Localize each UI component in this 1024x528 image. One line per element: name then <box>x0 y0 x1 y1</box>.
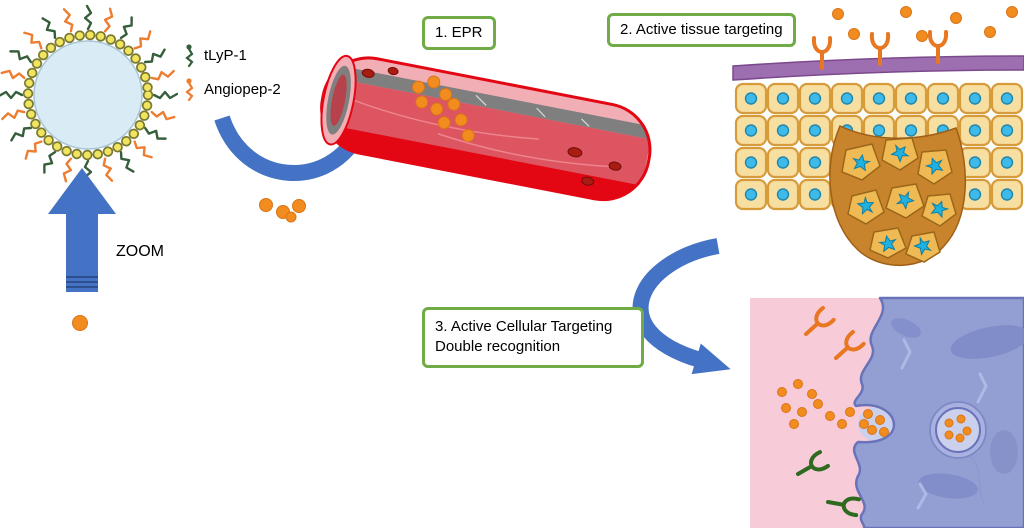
cytoplasm-shading <box>891 318 1024 499</box>
tumor-region <box>829 124 967 267</box>
step-box-cellular-targeting: 3. Active Cellular Targeting Double reco… <box>422 307 644 368</box>
free-nanoparticle-dots <box>259 198 306 223</box>
endocytic-pit-dots <box>859 409 889 437</box>
legend: tLyP-1 Angiopep-2 <box>180 42 281 102</box>
lipid-bilayer-ring <box>22 29 154 161</box>
tissue-illustration <box>732 6 1024 267</box>
zoom-label: ZOOM <box>116 243 164 260</box>
legend-item-angiopep2: Angiopep-2 <box>180 76 281 102</box>
blood-vessel-illustration <box>313 54 654 208</box>
legend-label: tLyP-1 <box>204 46 247 64</box>
basement-membrane <box>732 55 1024 81</box>
liposome-illustration <box>0 4 179 186</box>
step-label: 2. Active tissue targeting <box>620 21 783 38</box>
liposome-core <box>33 40 143 150</box>
step-label: 3. Active Cellular Targeting <box>435 318 613 335</box>
endosome-vesicle <box>929 401 987 506</box>
vessel-lining <box>330 64 654 140</box>
step-sublabel: Double recognition <box>435 338 561 356</box>
zoom-arrow <box>48 168 116 292</box>
tlyp1-peptide-icon <box>185 44 194 68</box>
extracellular-nanoparticle-dots <box>777 379 855 429</box>
step-box-epr: 1. EPR <box>422 16 496 51</box>
cytoplasm-highlights <box>900 338 988 510</box>
step-label: 1. EPR <box>435 24 483 41</box>
vessel-open-end <box>320 54 357 146</box>
legend-label: Angiopep-2 <box>204 80 281 98</box>
nanoparticle-dot <box>72 315 88 331</box>
legend-item-tlyp1: tLyP-1 <box>180 42 281 68</box>
tissue-nanoparticle-dots <box>832 6 1018 42</box>
epr-leakage-dots <box>411 75 475 143</box>
angiopep2-peptide-icon <box>185 78 194 102</box>
red-blood-cells <box>361 66 622 186</box>
cell-illustration <box>750 296 1024 528</box>
step-box-tissue-targeting: 2. Active tissue targeting <box>607 13 796 48</box>
internalization-arrow <box>632 238 731 375</box>
